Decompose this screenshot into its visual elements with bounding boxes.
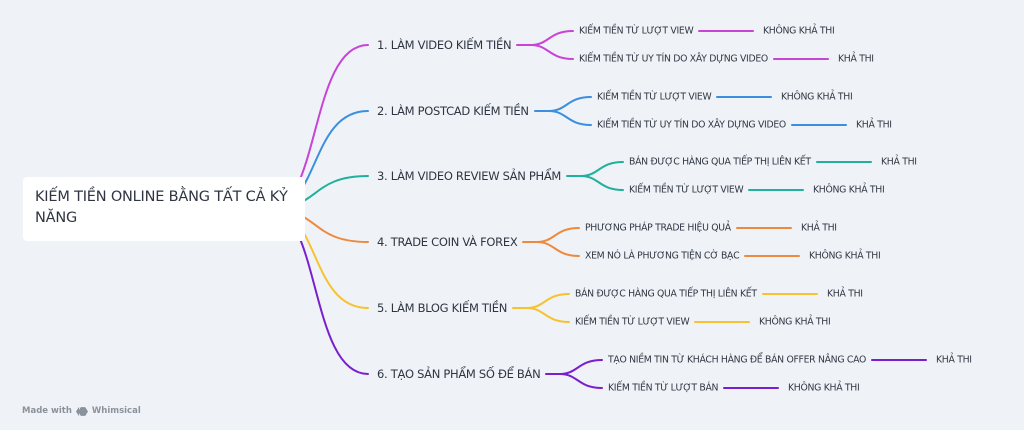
root-node-label: KIẾM TIỀN ONLINE BẰNG TẤT CẢ KỶ NĂNG (35, 189, 288, 226)
child-node[interactable]: KIẾM TIỀN TỪ LƯỢT VIEW (575, 316, 690, 328)
child-node[interactable]: KIẾM TIỀN TỪ LƯỢT VIEW (579, 25, 694, 37)
child-node[interactable]: BÁN ĐƯỢC HÀNG QUA TIẾP THỊ LIÊN KẾT (629, 156, 811, 168)
branch-node[interactable]: 4. TRADE COIN VÀ FOREX (377, 235, 518, 249)
child-node[interactable]: KIẾM TIỀN TỪ LƯỢT VIEW (597, 91, 712, 103)
branch-node[interactable]: 6. TẠO SẢN PHẨM SỐ ĐỂ BÁN (377, 367, 541, 381)
root-node[interactable]: KIẾM TIỀN ONLINE BẰNG TẤT CẢ KỶ NĂNG (23, 177, 305, 241)
child-node[interactable]: XEM NÓ LÀ PHƯƠNG TIỆN CỜ BẠC (585, 250, 740, 262)
result-node[interactable]: KHÔNG KHẢ THI (809, 250, 881, 262)
child-connector (548, 110, 592, 126)
result-node[interactable]: KHÔNG KHẢ THI (763, 25, 835, 37)
branch-node[interactable]: 2. LÀM POSTCAD KIẾM TIỀN (377, 104, 529, 118)
result-node[interactable]: KHẢ THI (856, 119, 892, 131)
result-node[interactable]: KHÔNG KHẢ THI (759, 316, 831, 328)
child-node[interactable]: KIẾM TIỀN TỪ LƯỢT VIEW (629, 184, 744, 196)
child-connector (526, 293, 570, 309)
child-connector (536, 241, 580, 257)
whimsical-brand: Whimsical (91, 406, 141, 416)
result-node[interactable]: KHÔNG KHẢ THI (781, 91, 853, 103)
child-connector (559, 359, 603, 375)
result-node[interactable]: KHẢ THI (936, 354, 972, 366)
child-node[interactable]: KIẾM TIỀN TỪ UY TÍN DO XÂY DỰNG VIDEO (597, 119, 786, 131)
result-node[interactable]: KHẢ THI (881, 156, 917, 168)
result-node[interactable]: KHẢ THI (827, 288, 863, 300)
made-with-text: Made with (22, 406, 72, 416)
child-connector (530, 44, 574, 60)
whimsical-logo-icon (75, 406, 88, 416)
child-connector (559, 373, 603, 389)
branch-node[interactable]: 5. LÀM BLOG KIẾM TIỀN (377, 301, 508, 315)
child-connector (536, 227, 580, 243)
result-node[interactable]: KHÔNG KHẢ THI (813, 184, 885, 196)
child-connector (526, 307, 570, 323)
child-connector (548, 96, 592, 112)
branch-node[interactable]: 1. LÀM VIDEO KIẾM TIỀN (377, 38, 512, 52)
child-connector (580, 175, 624, 191)
child-node[interactable]: TẠO NIỀM TIN TỪ KHÁCH HÀNG ĐỂ BÁN OFFER … (608, 354, 867, 366)
child-connector (580, 161, 624, 177)
result-node[interactable]: KHÔNG KHẢ THI (788, 382, 860, 394)
result-node[interactable]: KHẢ THI (801, 222, 837, 234)
child-node[interactable]: PHƯƠNG PHÁP TRADE HIỆU QUẢ (585, 222, 731, 234)
child-node[interactable]: KIẾM TIỀN TỪ UY TÍN DO XÂY DỰNG VIDEO (579, 53, 768, 65)
child-node[interactable]: BÁN ĐƯỢC HÀNG QUA TIẾP THỊ LIÊN KẾT (575, 288, 757, 300)
child-connector (530, 30, 574, 46)
branch-node[interactable]: 3. LÀM VIDEO REVIEW SẢN PHẨM (377, 169, 562, 183)
child-node[interactable]: KIẾM TIỀN TỪ LƯỢT BÁN (608, 382, 719, 394)
whimsical-watermark: Made with Whimsical (22, 406, 141, 416)
result-node[interactable]: KHẢ THI (838, 53, 874, 65)
